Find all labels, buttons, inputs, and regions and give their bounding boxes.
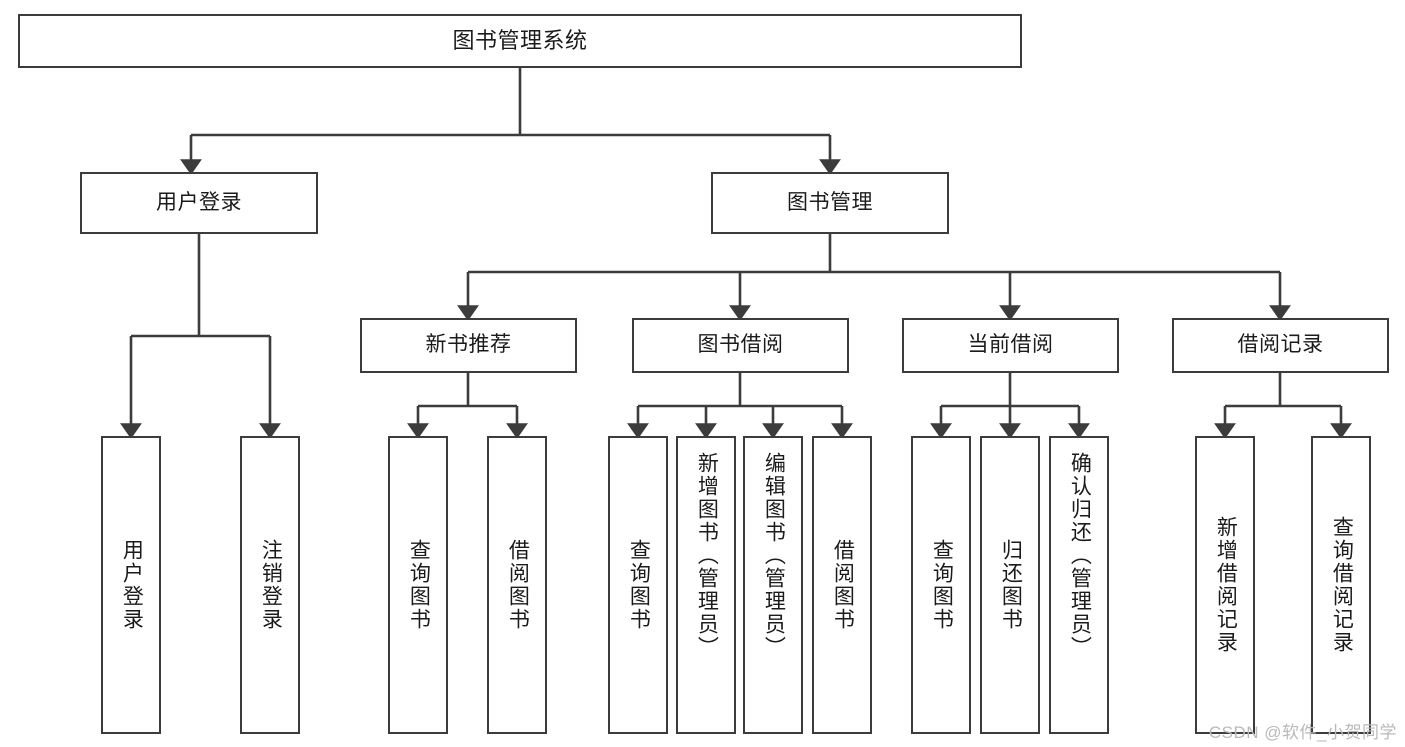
- node-label: 编辑图书（管理员）: [762, 452, 786, 659]
- node-current-borrow[interactable]: 当前借阅: [902, 318, 1119, 373]
- node-label: 归还图书: [999, 539, 1023, 631]
- node-leaf-edit-book[interactable]: 编辑图书（管理员）: [743, 436, 803, 734]
- node-leaf-query-book-2[interactable]: 查询图书: [608, 436, 668, 734]
- node-root-book-management-system[interactable]: 图书管理系统: [18, 14, 1022, 68]
- node-label: 图书管理: [787, 190, 873, 214]
- node-leaf-query-book-1[interactable]: 查询图书: [388, 436, 448, 734]
- node-label: 借阅图书: [506, 539, 530, 631]
- node-new-book-recommend[interactable]: 新书推荐: [360, 318, 577, 373]
- watermark: CSDN @软件_小贺同学: [1208, 723, 1397, 742]
- node-label: 当前借阅: [967, 333, 1054, 357]
- node-leaf-confirm-return[interactable]: 确认归还（管理员）: [1049, 436, 1109, 734]
- node-leaf-user-login[interactable]: 用户登录: [101, 436, 161, 734]
- node-label: 新书推荐: [425, 333, 512, 357]
- node-leaf-query-record[interactable]: 查询借阅记录: [1311, 436, 1371, 734]
- node-label: 查询借阅记录: [1330, 516, 1354, 654]
- node-label: 确认归还（管理员）: [1068, 452, 1092, 659]
- node-borrow-record[interactable]: 借阅记录: [1172, 318, 1389, 373]
- node-label: 查询图书: [930, 539, 954, 631]
- node-label: 查询图书: [627, 539, 651, 631]
- node-leaf-borrow-book-2[interactable]: 借阅图书: [812, 436, 872, 734]
- node-label: 用户登录: [120, 539, 144, 631]
- node-label: 新增图书（管理员）: [695, 452, 719, 659]
- node-label: 图书借阅: [697, 333, 784, 357]
- node-label: 图书管理系统: [452, 28, 588, 54]
- node-label: 查询图书: [407, 539, 431, 631]
- node-leaf-logout[interactable]: 注销登录: [240, 436, 300, 734]
- node-leaf-borrow-book-1[interactable]: 借阅图书: [487, 436, 547, 734]
- node-book-management[interactable]: 图书管理: [711, 172, 949, 234]
- node-label: 新增借阅记录: [1214, 516, 1238, 654]
- node-leaf-return-book[interactable]: 归还图书: [980, 436, 1040, 734]
- node-user-login[interactable]: 用户登录: [80, 172, 318, 234]
- node-leaf-add-book[interactable]: 新增图书（管理员）: [676, 436, 736, 734]
- node-leaf-query-book-3[interactable]: 查询图书: [911, 436, 971, 734]
- node-label: 借阅图书: [831, 539, 855, 631]
- node-label: 借阅记录: [1237, 333, 1324, 357]
- node-label: 用户登录: [156, 190, 242, 214]
- node-leaf-add-record[interactable]: 新增借阅记录: [1195, 436, 1255, 734]
- node-label: 注销登录: [259, 539, 283, 631]
- node-book-borrow[interactable]: 图书借阅: [632, 318, 849, 373]
